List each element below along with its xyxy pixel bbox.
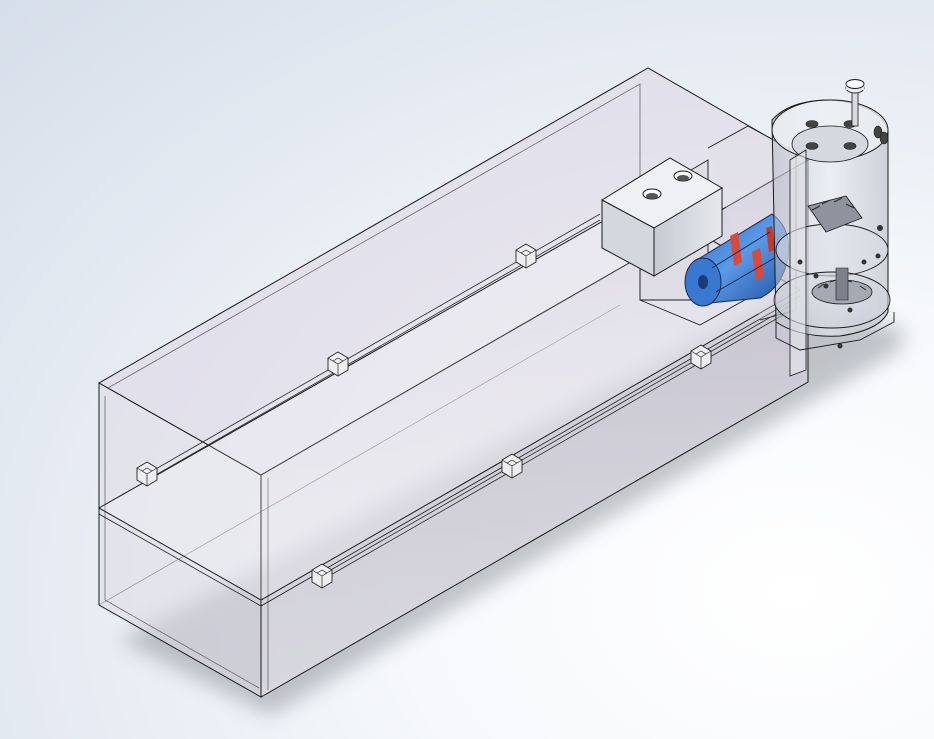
cylindrical-gear-housing[interactable] [771,99,895,377]
shelf-plate-edge [98,295,801,607]
coupling-red-insert [730,232,742,266]
lower-rod [321,305,791,581]
fastener-nut [311,563,333,589]
transparent-enclosure-box[interactable] [97,67,810,698]
flexible-shaft-coupling[interactable] [684,213,790,307]
enclosure-bottom-edge [98,304,621,606]
enclosure-inner-edges [104,83,641,690]
motor-mount-block[interactable] [601,157,723,277]
fastener-nut [690,344,712,370]
bevel-gear [807,195,863,233]
corner-fasteners [136,243,712,589]
top-knob[interactable] [845,79,865,127]
enclosure-end-face [98,382,262,698]
fastener-nut [327,351,349,377]
housing-inner-disk [791,125,869,163]
fastener-nut [136,461,158,487]
coupling-slot [711,231,779,293]
coupling-red-insert [752,248,764,280]
block-hole [646,193,658,199]
coupling-bore [698,275,708,289]
block-hole [677,175,689,181]
block-side [653,187,723,277]
housing-bottom-flange [775,312,895,351]
plate-holes [797,225,883,349]
fastener-nut [501,453,523,479]
fastener-nut [515,243,537,269]
knob-shaft [851,91,859,127]
